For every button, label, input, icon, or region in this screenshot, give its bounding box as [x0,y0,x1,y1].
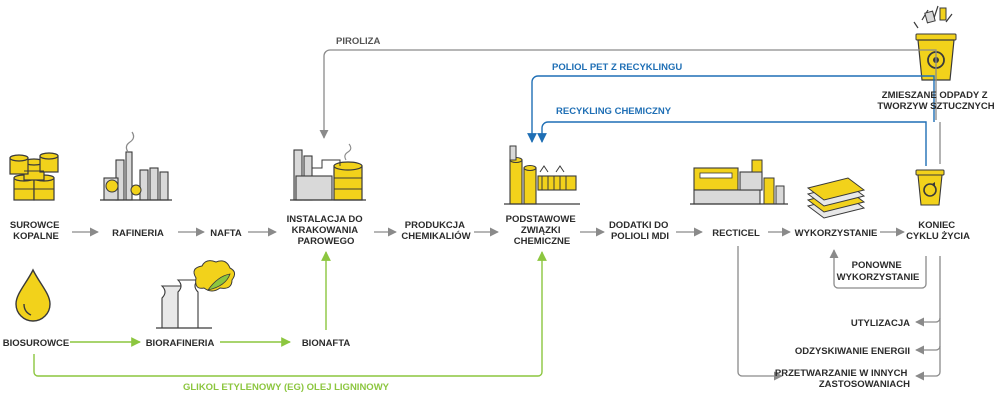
chemical-plant-icon [504,145,580,205]
arrow-glycol [33,251,547,377]
waste-bin-icon [913,5,957,81]
node-chem-production: PRODUKCJA CHEMIKALIÓW [401,220,470,242]
recycling-bin-icon [915,169,945,206]
node-naphtha: NAFTA [210,228,242,239]
node-basic-compounds: PODSTAWOWE ZWIĄZKI CHEMICZNE [506,214,579,247]
node-usage: WYKORZYSTANIE [795,228,878,239]
flow-pet-polyol-label: POLIOL PET Z RECYKLINGU [552,62,682,73]
node-mixed-waste: ZMIESZANE ODPADY Z TWORZYW SZTUCZNYCH [877,90,994,112]
arrow-chem-recycling [537,121,927,166]
outcome-disposal: UTYLIZACJA [851,318,910,329]
node-recticel: RECTICEL [712,228,760,239]
arrow-pet-polyol [527,75,935,143]
node-bionaphtha: BIONAFTA [302,338,351,349]
outcome-other-apps: PRZETWARZANIE W INNYCH ZASTOSOWANIACH [775,368,910,390]
oil-drop-icon [15,268,51,322]
arrow-recticel-to-other-apps [737,246,783,381]
refinery-icon [100,131,172,201]
arrow-reuse [829,249,927,289]
node-additives: DODATKI DO POLIOLI MDI [609,220,671,242]
arrow-to-other-apps-eol [915,346,941,381]
flow-reuse-label: PONOWNE WYKORZYSTANIE [837,260,920,283]
recticel-factory-icon [690,159,788,205]
node-refinery: RAFINERIA [112,228,164,239]
node-biorefinery: BIORAFINERIA [146,338,215,349]
flow-pyrolysis-label: PIROLIZA [336,36,380,47]
node-fossil: SUROWCE KOPALNE [10,220,62,242]
outcome-energy: ODZYSKIWANIE ENERGII [795,346,910,357]
flow-chem-recycling-label: RECYKLING CHEMICZNY [556,106,672,117]
biorefinery-icon [156,260,236,329]
node-cracker: INSTALACJA DO KRAKOWANIA PAROWEGO [287,214,366,247]
node-bio-raw: BIOSUROWCE [3,338,70,349]
oil-barrels-icon [9,152,59,201]
steam-cracker-plant-icon [290,143,366,201]
arrow-to-energy [915,318,941,355]
foam-sheets-icon [806,177,866,219]
flow-glycol-label: GLIKOL ETYLENOWY (EG) OLEJ LIGNINOWY [183,382,390,393]
node-end-of-life: KONIEC CYKLU ŻYCIA [906,220,970,242]
arrow-to-disposal [915,256,941,327]
arrow-pyrolysis [319,49,937,139]
